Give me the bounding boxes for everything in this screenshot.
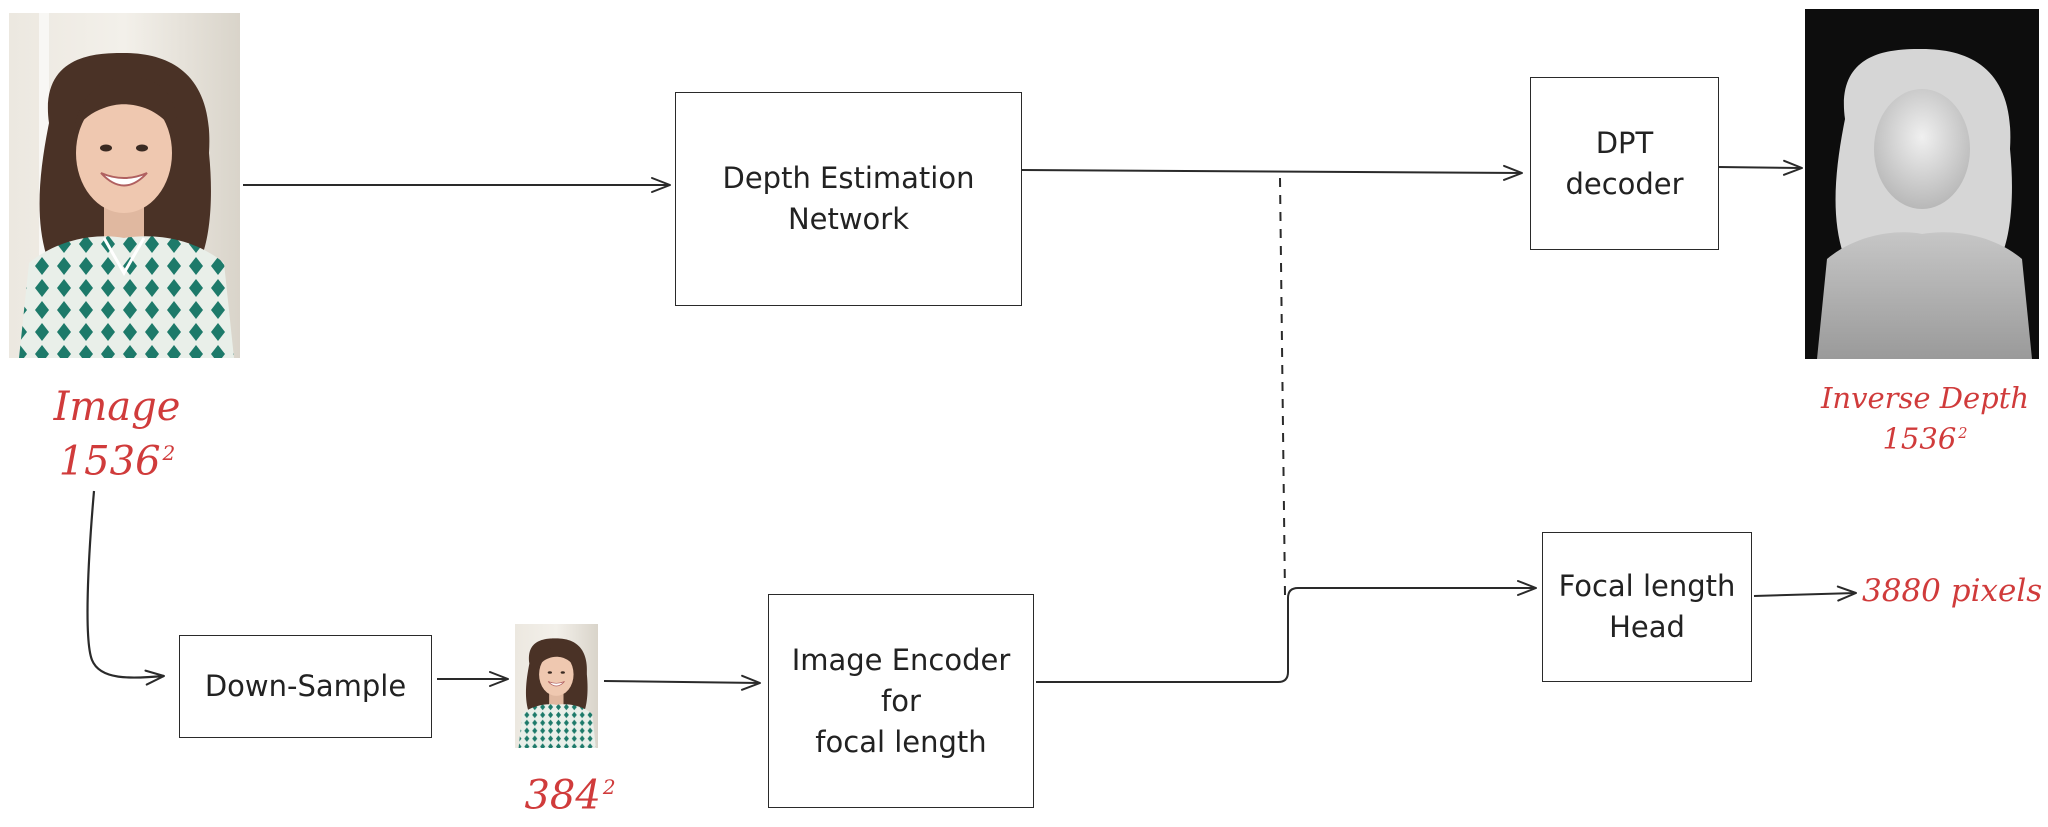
edge-small-to-encoder [603, 674, 761, 691]
small-image-size-exp: 2 [602, 775, 616, 799]
focal-output-label: 3880 pixels [1862, 573, 2043, 609]
edge-dpt-to-depth [1717, 159, 1803, 176]
image-encoder-box[interactable]: Image Encoder for focal length [768, 594, 1034, 808]
portrait-illustration [9, 13, 240, 358]
dpt-decoder-box[interactable]: DPT decoder [1530, 77, 1719, 250]
inverse-depth-size-value: 1536 [1882, 421, 1957, 456]
edge-image-to-downsample [86, 490, 165, 686]
focal-length-head-box[interactable]: Focal length Head [1542, 532, 1752, 682]
input-image-size-value: 1536 [58, 438, 161, 485]
down-sample-box[interactable]: Down-Sample [179, 635, 432, 738]
inverse-depth-word: Inverse Depth [1820, 381, 2030, 415]
edge-focal-to-output [1753, 585, 1857, 602]
edge-encoder-to-focal [1036, 580, 1537, 683]
inverse-depth-map-image [1805, 9, 2039, 359]
small-portrait-illustration [515, 624, 598, 748]
depth-estimation-network-label: Depth Estimation Network [722, 161, 975, 236]
depth-estimation-network-box[interactable]: Depth Estimation Network [675, 92, 1022, 306]
input-image-size-exp: 2 [162, 441, 176, 465]
small-image-size-value: 384 [524, 772, 601, 819]
edge-network-to-dpt [1021, 164, 1523, 181]
dpt-decoder-label: DPT decoder [1565, 125, 1684, 201]
inverse-depth-size-exp: 2 [1958, 426, 1968, 442]
focal-length-head-label: Focal length Head [1558, 569, 1736, 644]
depth-illustration [1805, 9, 2039, 359]
input-image-word: Image [53, 384, 181, 430]
small-portrait-photo [515, 624, 598, 748]
image-encoder-label: Image Encoder for focal length [791, 642, 1011, 759]
down-sample-label: Down-Sample [204, 669, 407, 703]
edge-dashed-feature-link [1279, 177, 1286, 596]
input-portrait-photo [9, 13, 240, 358]
